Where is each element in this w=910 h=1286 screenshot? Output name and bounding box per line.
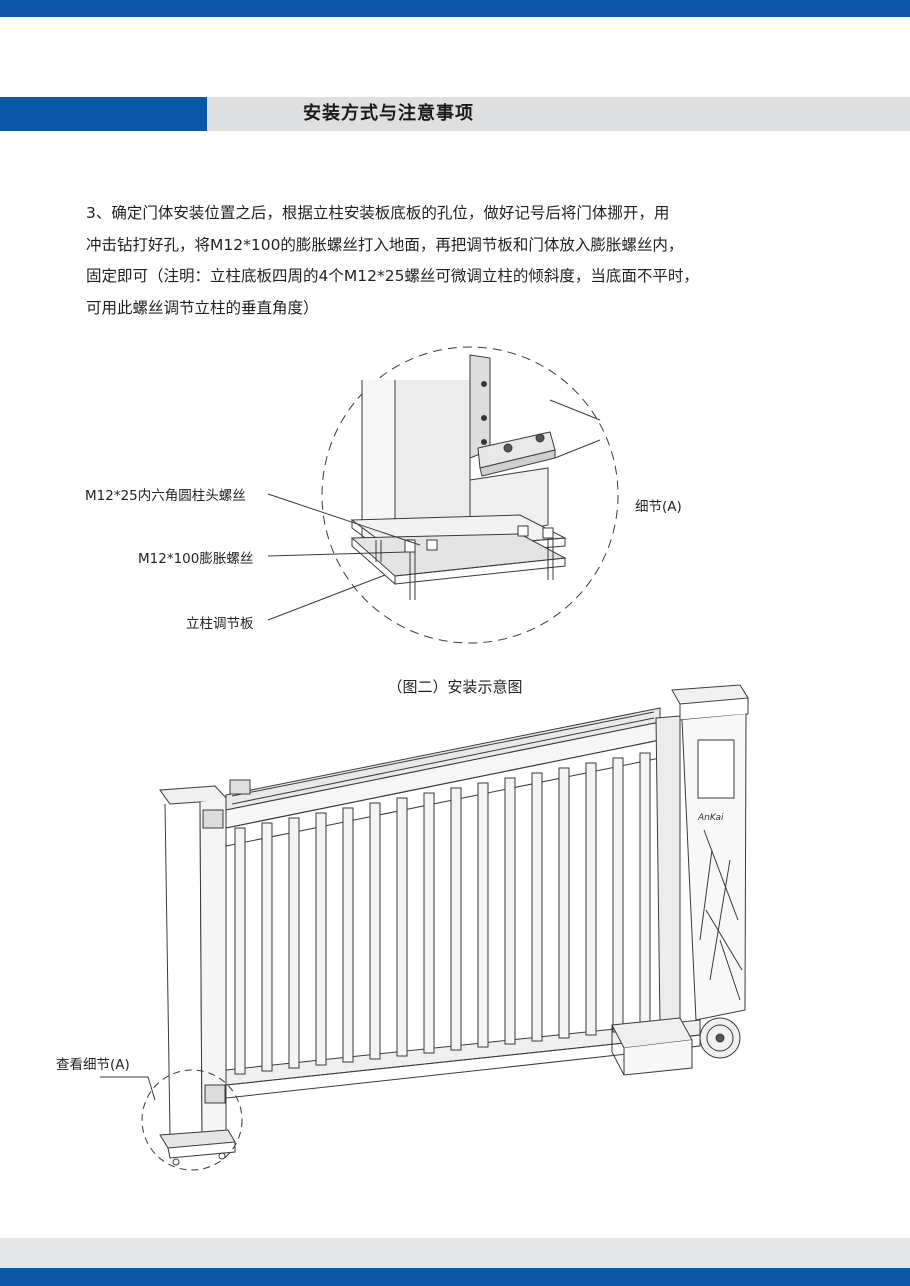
footer-bar	[0, 1268, 910, 1286]
label-hex-bolt: M12*25内六角圆柱头螺丝	[85, 488, 246, 504]
label-detail-a: 细节(A)	[635, 499, 682, 515]
section-header-band	[207, 97, 910, 131]
label-adjust-plate: 立柱调节板	[186, 616, 254, 632]
instruction-paragraph: 3、确定门体安装位置之后，根据立柱安装板底板的孔位，做好记号后将门体挪开，用 冲…	[86, 198, 826, 324]
gate-drawing: AnKai	[100, 684, 749, 1171]
label-view-detail: 查看细节(A)	[56, 1057, 130, 1073]
gate-figure: AnKai 查看细节(A)	[0, 680, 910, 1200]
section-header-accent	[0, 97, 207, 131]
figure-caption: （图二）安装示意图	[387, 678, 523, 696]
footer-band	[0, 1238, 910, 1268]
gate-brand-mark: AnKai	[697, 813, 724, 823]
detail-drawing	[267, 346, 619, 644]
detail-circle	[321, 346, 619, 644]
section-header: 安装方式与注意事项	[0, 97, 910, 131]
label-expansion-bolt: M12*100膨胀螺丝	[138, 551, 254, 567]
instruction-line: 可用此螺丝调节立柱的垂直角度）	[86, 298, 319, 317]
instruction-line: 冲击钻打好孔，将M12*100的膨胀螺丝打入地面，再把调节板和门体放入膨胀螺丝内…	[86, 235, 684, 254]
section-title: 安装方式与注意事项	[303, 103, 474, 124]
detail-figure: M12*25内六角圆柱头螺丝 M12*100膨胀螺丝 立柱调节板 细节(A)	[0, 340, 910, 680]
top-bar	[0, 0, 910, 17]
instruction-line: 固定即可（注明：立柱底板四周的4个M12*25螺丝可微调立柱的倾斜度，当底面不平…	[86, 267, 699, 285]
instruction-line: 3、确定门体安装位置之后，根据立柱安装板底板的孔位，做好记号后将门体挪开，用	[86, 204, 670, 222]
